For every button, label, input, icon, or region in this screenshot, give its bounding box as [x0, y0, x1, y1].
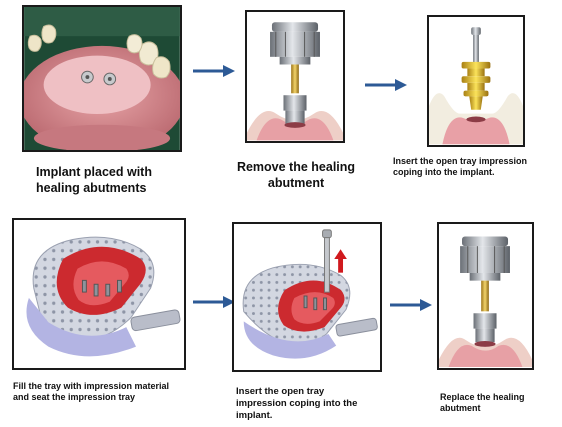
- step-2-caption-line-1: Remove the healing: [226, 160, 366, 176]
- arrow-right-icon: [193, 64, 235, 78]
- step-4-caption: Fill the tray with impression material a…: [13, 381, 213, 404]
- step-4-illustration: [12, 218, 186, 370]
- step-2-illustration: [245, 10, 345, 143]
- step-3-caption-line-1: Insert the open tray impression: [393, 156, 561, 167]
- healing-abutment-removal: [247, 12, 343, 141]
- step-3-illustration: [427, 15, 525, 147]
- mouth-implant-photo: [24, 7, 180, 150]
- step-5-caption-line-2: impression coping into the: [236, 398, 396, 410]
- step-5-caption-line-1: Insert the open tray: [236, 386, 396, 398]
- step-4-caption-line-2: and seat the impression tray: [13, 392, 213, 403]
- step-6-caption: Replace the healing abutment: [440, 392, 560, 415]
- impression-tray-filled: [14, 220, 184, 368]
- healing-abutment-replacement: [439, 224, 532, 368]
- step-6-caption-line-2: abutment: [440, 403, 560, 414]
- impression-coping-insertion: [429, 17, 523, 145]
- arrow-right-icon: [365, 78, 407, 92]
- step-1-photo: [22, 5, 182, 152]
- arrow-right-icon: [193, 295, 235, 309]
- step-2-caption-line-2: abutment: [226, 176, 366, 192]
- step-3-caption: Insert the open tray impression coping i…: [393, 156, 561, 179]
- step-1-caption: Implant placed with healing abutments: [36, 165, 206, 196]
- step-6-caption-line-1: Replace the healing: [440, 392, 560, 403]
- step-1-caption-line-2: healing abutments: [36, 181, 206, 197]
- step-5-caption: Insert the open tray impression coping i…: [236, 386, 396, 422]
- step-1-caption-line-1: Implant placed with: [36, 165, 206, 181]
- arrow-right-icon: [390, 298, 432, 312]
- step-5-illustration: [232, 222, 382, 372]
- step-4-caption-line-1: Fill the tray with impression material: [13, 381, 213, 392]
- step-6-illustration: [437, 222, 534, 370]
- step-5-caption-line-3: implant.: [236, 410, 396, 422]
- step-2-caption: Remove the healing abutment: [226, 160, 366, 191]
- tray-seated-with-driver: [234, 224, 380, 370]
- step-3-caption-line-2: coping into the implant.: [393, 167, 561, 178]
- arrow-up-icon: [338, 257, 343, 273]
